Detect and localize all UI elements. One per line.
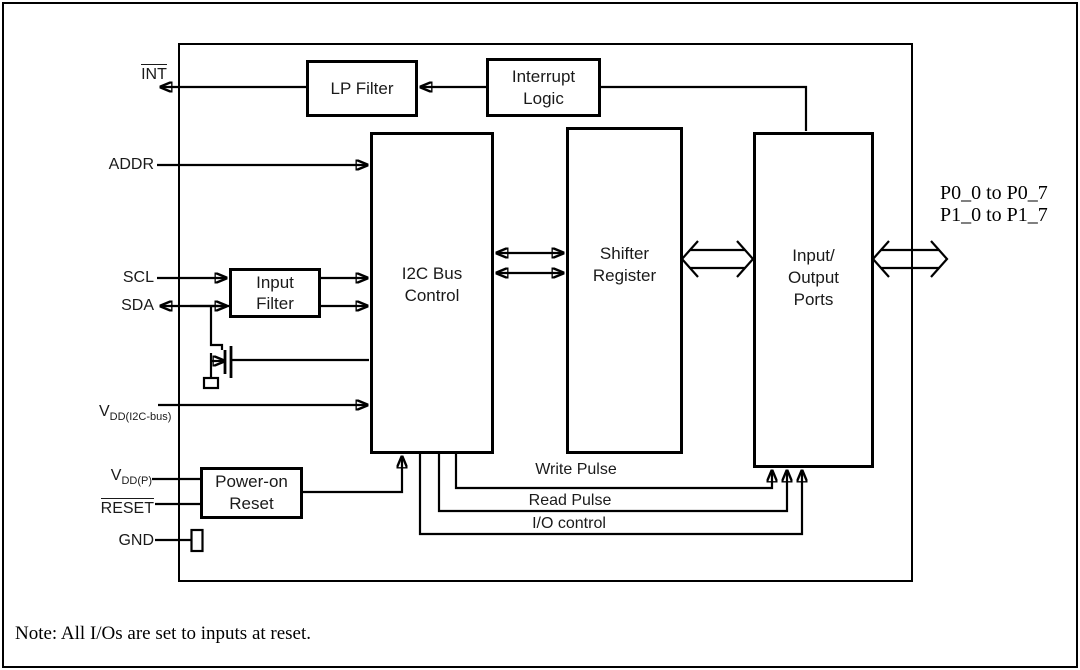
figure-note: Note: All I/Os are set to inputs at rese…: [15, 623, 312, 644]
pin-reset-text: RESET: [100, 498, 154, 517]
block-lp-filter-label: LP Filter: [330, 78, 394, 98]
pin-vdd-i2c-main: V: [99, 403, 110, 420]
block-interrupt-logic: Interrupt Logic: [486, 58, 601, 117]
block-power-on-reset: Power-on Reset: [200, 467, 303, 519]
block-input-output-ports-label: Input/ Output Ports: [787, 246, 840, 309]
block-interrupt-logic-label: Interrupt Logic: [511, 66, 576, 108]
block-i2c-bus-control-label: I2C Bus Control: [401, 264, 463, 305]
chip-boundary: [178, 43, 913, 582]
block-lp-filter: LP Filter: [306, 60, 418, 117]
pin-vdd-p-sub: DD(P): [121, 475, 152, 488]
port-range-text: P0_0 to P0_7 P1_0 to P1_7: [940, 182, 1048, 226]
pin-label-sda: SDA: [121, 297, 154, 314]
pin-label-gnd: GND: [118, 532, 154, 549]
pin-label-scl: SCL: [122, 269, 154, 286]
block-input-filter: Input Filter: [229, 268, 321, 318]
pin-label-reset: RESET: [99, 498, 154, 518]
pin-label-addr: ADDR: [108, 156, 154, 173]
block-power-on-reset-label: Power-on Reset: [215, 472, 288, 513]
pin-vdd-p-main: V: [110, 467, 122, 484]
port-range-line2: P1_0 to P1_7: [940, 203, 1048, 226]
signal-label-io-control: I/O control: [532, 515, 606, 532]
port-range-line1: P0_0 to P0_7: [940, 182, 1048, 204]
pin-label-vdd-i2c-bus: VDD(I2C-bus): [99, 403, 171, 423]
pin-int-text: INT: [141, 64, 167, 83]
pin-label-int: INT: [139, 64, 169, 84]
pin-vdd-i2c-sub: DD(I2C-bus): [109, 411, 172, 424]
pin-label-vdd-p: VDD(P): [97, 467, 152, 487]
signal-label-read-pulse: Read Pulse: [528, 492, 612, 509]
signal-label-write-pulse: Write Pulse: [535, 461, 617, 478]
block-i2c-bus-control: I2C Bus Control: [370, 132, 494, 454]
block-shifter-register-label: Shifter Register: [592, 244, 657, 285]
block-input-filter-label: Input Filter: [256, 273, 294, 313]
block-shifter-register: Shifter Register: [566, 127, 683, 454]
block-input-output-ports: Input/ Output Ports: [753, 132, 874, 468]
